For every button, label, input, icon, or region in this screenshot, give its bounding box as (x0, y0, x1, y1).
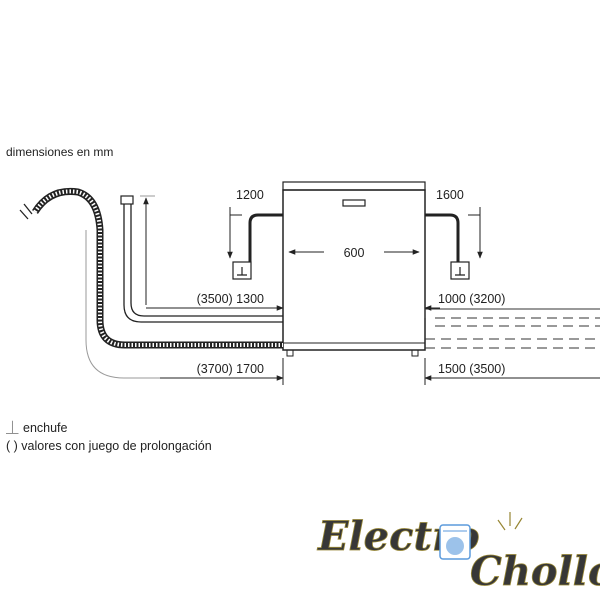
right-cable-length: 1600 (436, 188, 464, 202)
right-pipes (424, 308, 600, 349)
width-dimension: 600 (288, 246, 420, 260)
water-inlet-hose (120, 195, 284, 323)
width-label: 600 (344, 246, 365, 260)
logo-line2: Chollo (470, 548, 600, 595)
drain-hose (19, 187, 284, 381)
extension-legend-label: ( ) valores con juego de prolongación (6, 439, 212, 453)
washing-machine-icon (439, 524, 471, 560)
left-drain-length: (3700) 1700 (197, 362, 264, 376)
left-power-cable (227, 207, 283, 280)
right-power-cable (425, 207, 483, 280)
socket-legend-label: enchufe (23, 421, 68, 435)
left-cable-length: 1200 (236, 188, 264, 202)
dishwasher-outline (282, 181, 426, 357)
electrochollo-logo: Electro Chollo (317, 512, 600, 595)
units-note: dimensiones en mm (6, 145, 113, 159)
right-water-length: 1000 (3200) (438, 292, 505, 306)
legend: ⏊ enchufe ( ) valores con juego de prolo… (6, 420, 212, 453)
socket-symbol-icon: ⏊ (6, 420, 19, 435)
right-drain-length: 1500 (3500) (438, 362, 505, 376)
left-water-length: (3500) 1300 (197, 292, 264, 306)
spark-icon (497, 512, 523, 531)
